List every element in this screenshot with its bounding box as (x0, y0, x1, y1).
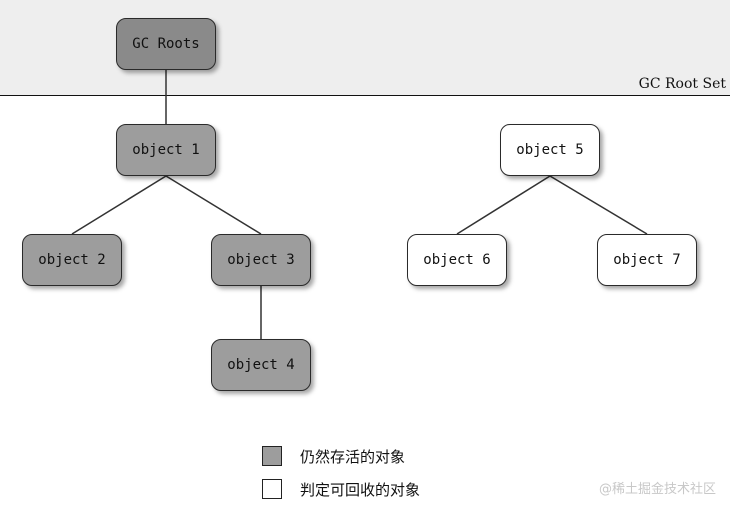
edge-object5-object7 (549, 175, 648, 235)
edge-object1-object2 (71, 175, 167, 235)
object-5-node: object 5 (500, 124, 600, 176)
legend-collectable: 判定可回收的对象 (262, 478, 420, 500)
watermark: @稀土掘金技术社区 (598, 482, 716, 497)
gc-root-set-label: GC Root Set (638, 76, 726, 92)
object-4-node: object 4 (211, 339, 311, 391)
legend-alive-label: 仍然存活的对象 (300, 447, 406, 466)
edge-object5-object6 (456, 175, 551, 235)
object-6-node: object 6 (407, 234, 507, 286)
legend-collectable-label: 判定可回收的对象 (300, 480, 421, 499)
object-1-node: object 1 (116, 124, 216, 176)
object-3-node: object 3 (211, 234, 311, 286)
legend-alive: 仍然存活的对象 (262, 445, 405, 467)
object-2-node: object 2 (22, 234, 122, 286)
legend-collectable-swatch (262, 479, 282, 499)
gc-roots-node: GC Roots (116, 18, 216, 70)
object-7-node: object 7 (597, 234, 697, 286)
legend-alive-swatch (262, 446, 282, 466)
edge-object1-object3 (165, 175, 262, 235)
